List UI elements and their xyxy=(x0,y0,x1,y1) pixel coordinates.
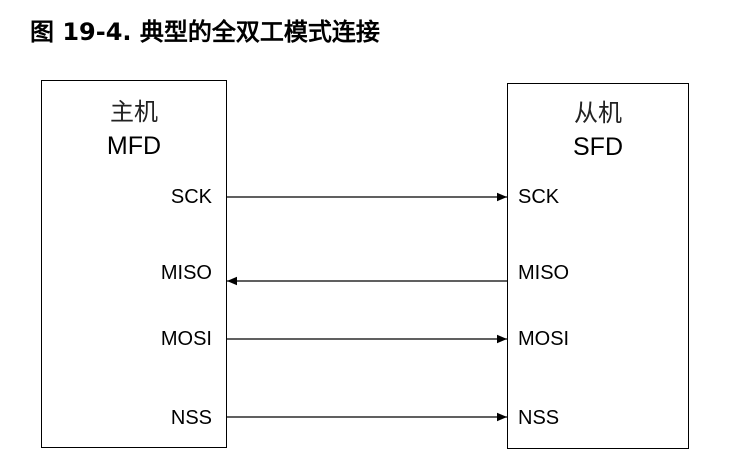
figure-caption: 图 19-4. 典型的全双工模式连接 xyxy=(30,18,380,46)
master-pin-nss: NSS xyxy=(170,407,212,429)
slave-pin-mosi: MOSI xyxy=(518,328,570,350)
slave-role-label: 从机 xyxy=(574,99,622,127)
slave-pin-sck: SCK xyxy=(518,186,560,208)
slave-device-label: SFD xyxy=(573,133,623,161)
slave-pin-nss: NSS xyxy=(518,407,560,429)
slave-pin-miso: MISO xyxy=(518,262,570,284)
master-device-label: MFD xyxy=(106,132,162,160)
slave-device-box: 从机 SFD SCK MISO MOSI NSS xyxy=(507,83,689,449)
master-pin-miso: MISO xyxy=(160,262,212,284)
master-pin-mosi: MOSI xyxy=(160,328,212,350)
master-pin-sck: SCK xyxy=(170,186,212,208)
master-role-label: 主机 xyxy=(110,98,158,126)
master-device-box: 主机 MFD SCK MISO MOSI NSS xyxy=(41,80,227,448)
